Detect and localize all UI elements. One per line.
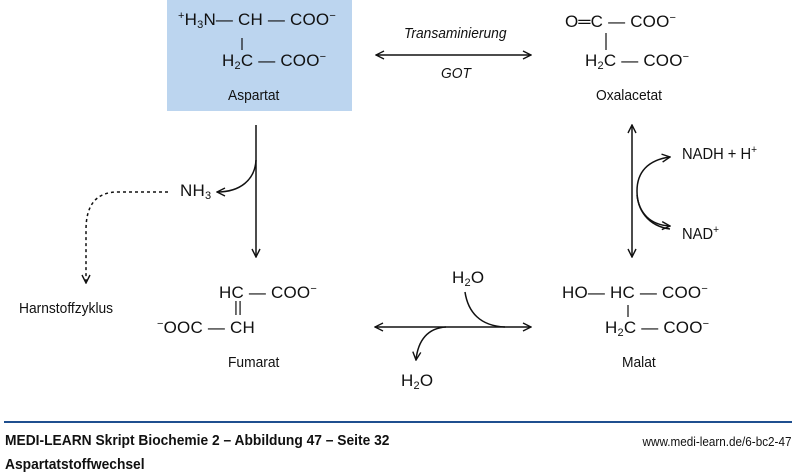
aspartat-formula-line2: H2C — COO− — [222, 51, 327, 72]
formula-fragment: H — [585, 51, 598, 70]
water-in-curve — [464, 291, 506, 328]
subscript: 2 — [234, 60, 241, 72]
footer-divider — [4, 421, 792, 423]
formula-fragment: HO— HC — COO — [562, 283, 702, 302]
formula-fragment: C — COO — [240, 51, 320, 70]
aspartat-formula-line1: +H3N— CH — COO− — [178, 10, 336, 31]
formula-fragment: H — [401, 371, 414, 390]
superscript: + — [178, 10, 185, 22]
formula-fragment: NADH + H — [682, 146, 752, 163]
subscript: 2 — [464, 277, 471, 289]
nad-cofactor-curve — [636, 157, 670, 230]
malat-formula-line2: H2C — COO− — [605, 318, 710, 339]
formula-fragment: O — [419, 371, 434, 390]
nad-cofactor-curve-lower — [636, 194, 670, 226]
formula-fragment: H — [452, 268, 465, 287]
superscript: + — [713, 224, 720, 236]
superscript: − — [669, 12, 677, 24]
malat-formula-line1: HO— HC — COO− — [562, 283, 708, 303]
superscript: − — [319, 51, 327, 63]
ammonia-label: NH3 — [180, 181, 212, 202]
formula-fragment: N— CH — COO — [203, 10, 330, 29]
nh3-release-curve — [217, 159, 257, 192]
malat-name: Malat — [622, 354, 656, 371]
water-out-curve — [416, 326, 447, 360]
footer-subtitle: Aspartatstoffwechsel — [5, 456, 145, 473]
fumarat-formula-line1: HC — COO− — [219, 283, 317, 303]
subscript: 2 — [413, 380, 420, 392]
footer-title: MEDI-LEARN Skript Biochemie 2 – Abbildun… — [5, 432, 390, 449]
urea-cycle-dotted-arrow — [86, 191, 168, 283]
superscript: − — [329, 10, 336, 22]
superscript: − — [701, 283, 708, 295]
urea-cycle-label: Harnstoffzyklus — [19, 300, 114, 317]
superscript: − — [702, 318, 710, 330]
oxalacetat-formula-line2: H2C — COO− — [585, 51, 690, 72]
nad-label: NAD+ — [682, 224, 720, 244]
superscript: − — [157, 318, 164, 330]
water-out-label: H2O — [401, 371, 434, 392]
superscript: − — [310, 283, 317, 295]
formula-fragment: OOC — CH — [163, 318, 255, 337]
formula-fragment: H — [222, 51, 235, 70]
enzyme-got-label: GOT — [441, 65, 471, 82]
formula-fragment: HC — COO — [219, 283, 311, 302]
transamination-label: Transaminierung — [404, 25, 507, 42]
superscript: − — [682, 51, 690, 63]
fumarat-formula-line2: −OOC — CH — [157, 318, 255, 338]
formula-fragment: C — COO — [623, 318, 703, 337]
nadh-label: NADH + H+ — [682, 144, 758, 164]
subscript: 2 — [617, 327, 624, 339]
footer-url-link[interactable]: www.medi-learn.de/6-bc2-47 — [642, 434, 791, 449]
formula-fragment: H — [184, 10, 198, 29]
formula-fragment: C — COO — [603, 51, 683, 70]
subscript: 3 — [197, 19, 204, 31]
subscript: 2 — [597, 60, 604, 72]
formula-fragment: O — [470, 268, 485, 287]
aspartat-highlight-box — [167, 0, 352, 111]
aspartat-name: Aspartat — [228, 87, 280, 104]
subscript: 3 — [204, 190, 212, 202]
formula-fragment: O═C — COO — [565, 12, 670, 31]
superscript: + — [751, 144, 758, 156]
fumarat-name: Fumarat — [228, 354, 280, 371]
fumarat-double-bond: || — [234, 299, 243, 316]
oxalacetat-name: Oxalacetat — [596, 87, 662, 104]
water-in-label: H2O — [452, 268, 485, 289]
formula-fragment: NAD — [682, 226, 714, 243]
formula-fragment: H — [605, 318, 618, 337]
formula-fragment: NH — [180, 181, 205, 200]
oxalacetat-formula-line1: O═C — COO− — [565, 12, 676, 32]
